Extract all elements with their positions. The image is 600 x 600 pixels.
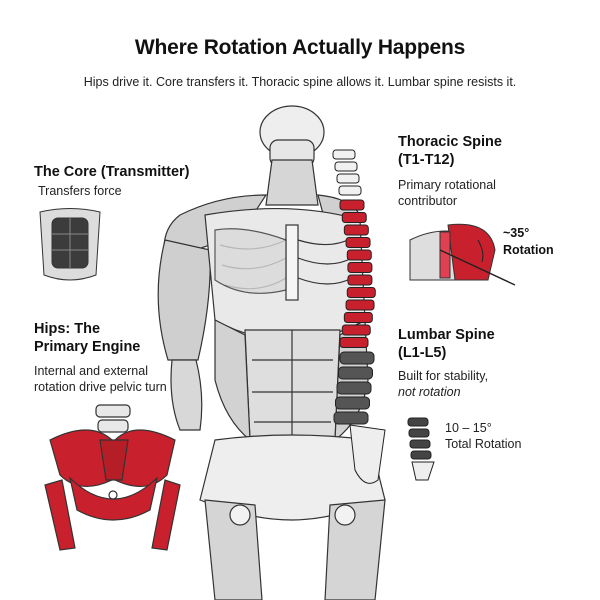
thoracic-vertebra bbox=[339, 199, 365, 211]
lumbar-rotation-value: 10 – 15° bbox=[445, 421, 492, 435]
lumbar-rotation-label: Total Rotation bbox=[445, 437, 522, 451]
thoracic-vertebrae bbox=[339, 199, 376, 348]
lumbar-heading-line1: Lumbar Spine bbox=[398, 327, 495, 343]
lumbar-description-line1: Built for stability, bbox=[398, 369, 489, 383]
thoracic-vertebra bbox=[347, 274, 373, 286]
hips-heading-line1: Hips: The bbox=[34, 321, 101, 337]
lumbar-description-line2: not rotation bbox=[398, 385, 461, 399]
lumbar-rotation-illustration bbox=[407, 417, 435, 481]
hips-description-line1: Internal and external bbox=[34, 364, 148, 378]
thoracic-vertebra bbox=[339, 337, 369, 348]
lumbar-vertebra bbox=[339, 351, 375, 365]
core-heading: The Core (Transmitter) bbox=[34, 164, 190, 180]
thoracic-vertebra bbox=[341, 212, 367, 223]
thoracic-rotation-illustration bbox=[409, 223, 516, 286]
lumbar-vertebra bbox=[336, 381, 372, 395]
hips-heading-line2: Primary Engine bbox=[34, 339, 141, 355]
thoracic-heading-line2: (T1-T12) bbox=[398, 152, 455, 168]
sacrum bbox=[349, 424, 386, 484]
lumbar-vertebra bbox=[338, 366, 373, 380]
thoracic-rotation-value: ~35° bbox=[503, 226, 530, 240]
pelvis-illustration bbox=[44, 404, 181, 551]
thoracic-vertebra bbox=[346, 249, 372, 261]
thoracic-vertebra bbox=[343, 312, 373, 323]
thoracic-description-line2: contributor bbox=[398, 194, 458, 208]
thoracic-vertebra bbox=[346, 287, 376, 298]
torso-figure bbox=[157, 105, 386, 600]
thoracic-vertebra bbox=[345, 299, 375, 311]
page-title: Where Rotation Actually Happens bbox=[134, 36, 466, 59]
lumbar-vertebra bbox=[333, 411, 369, 425]
lumbar-vertebrae bbox=[333, 351, 375, 425]
lumbar-vertebra bbox=[335, 396, 370, 410]
thoracic-vertebra bbox=[341, 324, 371, 336]
thoracic-vertebra bbox=[347, 262, 373, 273]
spine-column bbox=[332, 149, 362, 196]
thoracic-vertebra bbox=[343, 224, 369, 236]
thoracic-description-line1: Primary rotational bbox=[398, 178, 496, 192]
core-description: Transfers force bbox=[38, 184, 122, 198]
thoracic-vertebra bbox=[345, 237, 371, 248]
page-subtitle: Hips drive it. Core transfers it. Thorac… bbox=[83, 75, 517, 89]
core-abdominal-illustration bbox=[39, 208, 101, 281]
thoracic-heading-line1: Thoracic Spine bbox=[398, 134, 502, 150]
hips-description-line2: rotation drive pelvic turn bbox=[34, 380, 167, 394]
lumbar-heading-line2: (L1-L5) bbox=[398, 345, 447, 361]
thoracic-rotation-label: Rotation bbox=[503, 243, 554, 257]
